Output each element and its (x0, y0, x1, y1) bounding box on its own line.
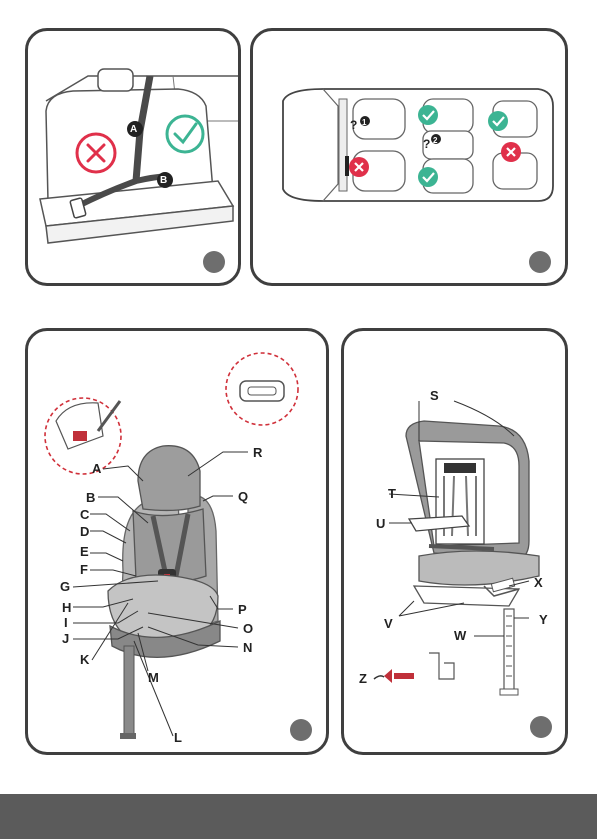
part-label-s: S (430, 389, 439, 402)
belt-routing-illustration (28, 31, 238, 283)
part-label-n: N (243, 641, 252, 654)
panel-vehicle-positions: ? 1 ? 2 (250, 28, 568, 286)
part-label-b: B (86, 491, 95, 504)
prohibited-icon (77, 134, 115, 172)
part-label-o: O (243, 622, 253, 635)
part-label-d: D (80, 525, 89, 538)
part-label-p: P (238, 603, 247, 616)
step-number-dot (290, 719, 312, 741)
panel-seat-parts-rear: S T U V W X Y Z (341, 328, 568, 755)
belt-label-b: B (160, 174, 167, 187)
part-label-r: R (253, 446, 262, 459)
part-label-l: L (174, 731, 182, 744)
part-label-w: W (454, 629, 466, 642)
part-label-i: I (64, 616, 68, 629)
part-label-y: Y (539, 613, 548, 626)
panel-seat-parts-front: A B C D E F G H I J K R Q P O N M L (25, 328, 329, 755)
part-label-f: F (80, 563, 88, 576)
cross-badge-icon (501, 142, 521, 162)
check-badge-icon (418, 167, 438, 187)
part-label-x: X (534, 576, 543, 589)
unknown-mark-1: ? (350, 119, 357, 132)
check-badge-icon (418, 105, 438, 125)
check-badge-icon (488, 111, 508, 131)
step-number-dot (203, 251, 225, 273)
part-label-m: M (148, 671, 159, 684)
part-label-g: G (60, 580, 70, 593)
belt-label-a: A (130, 123, 137, 136)
part-label-v: V (384, 617, 393, 630)
step-number-dot (529, 251, 551, 273)
panel-belt-routing: A B (25, 28, 241, 286)
part-label-k: K (80, 653, 89, 666)
seat-rear-illustration (344, 331, 565, 752)
cross-badge-icon (349, 157, 369, 177)
footer-bar (0, 794, 597, 839)
part-label-e: E (80, 545, 89, 558)
part-label-u: U (376, 517, 385, 530)
part-label-z: Z (359, 672, 367, 685)
part-label-a: A (92, 462, 101, 475)
step-number-dot (530, 716, 552, 738)
part-label-q: Q (238, 490, 248, 503)
unknown-mark-2: ? (423, 138, 430, 151)
part-label-h: H (62, 601, 71, 614)
approved-icon (167, 116, 203, 152)
part-label-c: C (80, 508, 89, 521)
part-label-t: T (388, 487, 396, 500)
vehicle-top-view-illustration (253, 31, 565, 283)
seat-front-illustration (28, 331, 326, 752)
position-marker-1: 1 (362, 116, 366, 129)
part-label-j: J (62, 632, 69, 645)
position-marker-2: 2 (433, 134, 437, 147)
